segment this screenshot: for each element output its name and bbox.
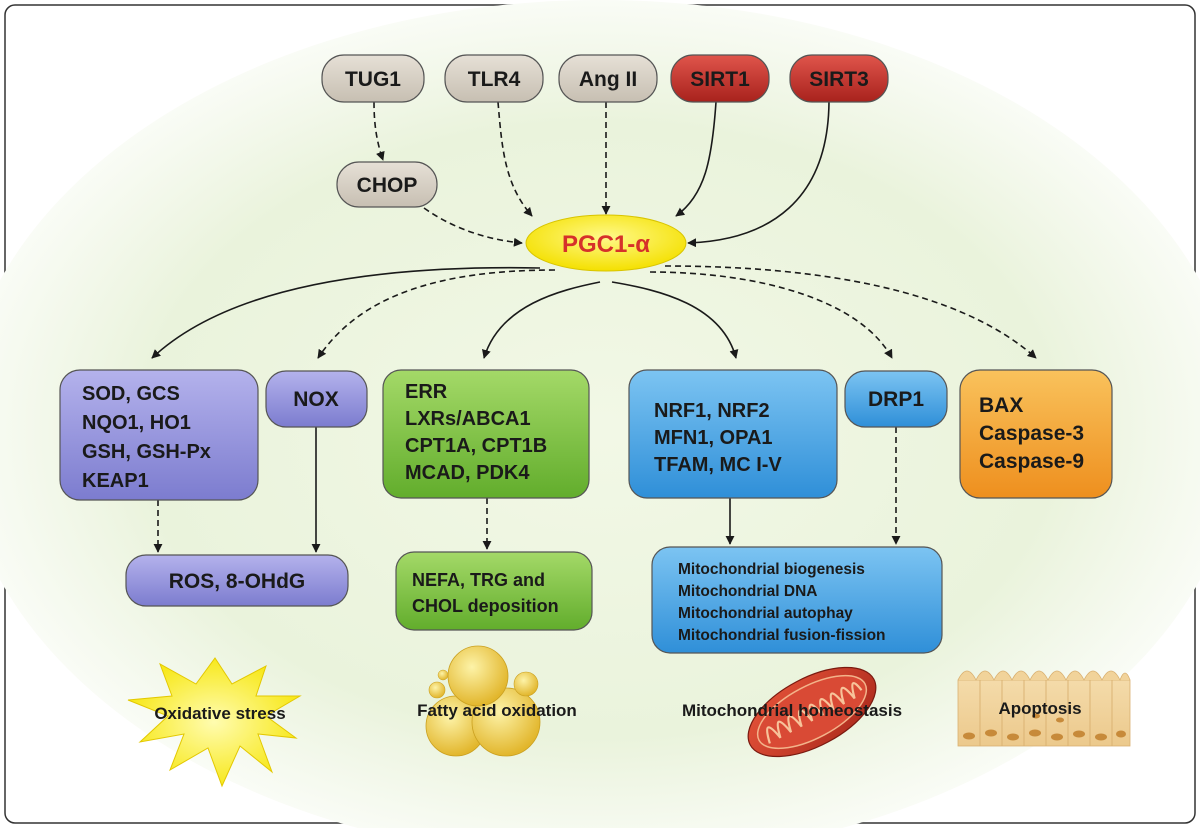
arrow-pgc1a-drp1 (649, 271, 893, 359)
arrow-pgc1a-nox (317, 269, 556, 359)
process-fatty-acid-oxidation: Fatty acid oxidation (417, 701, 577, 720)
node-chop: CHOP (336, 161, 438, 208)
node-sirt1-label: SIRT1 (690, 68, 750, 91)
process-oxidative-stress: Oxidative stress (154, 704, 285, 723)
node-lipid: ERR LXRs/ABCA1 CPT1A, CPT1B MCAD, PDK4 (382, 369, 590, 499)
arrow-pgc1a-apoptosis (664, 265, 1037, 359)
node-nox: NOX (265, 370, 368, 428)
node-sirt3-label: SIRT3 (809, 68, 869, 91)
lipid-line-2: LXRs/ABCA1 (405, 408, 531, 430)
antioxidant-line-3: GSH, GSH-Px (82, 441, 211, 463)
process-mitochondrial-homeostasis: Mitochondrial homeostasis (682, 701, 902, 720)
node-antioxidant: SOD, GCS NQO1, HO1 GSH, GSH-Px KEAP1 (59, 369, 259, 501)
arrow-pgc1a-mito (611, 281, 739, 359)
lipid-outcome-line-1: NEFA, TRG and (412, 570, 545, 590)
node-apoptosis-markers: BAX Caspase-3 Caspase-9 (959, 369, 1113, 499)
lipid-line-3: CPT1A, CPT1B (405, 435, 547, 457)
mito-line-1: NRF1, NRF2 (654, 400, 770, 422)
svg-text:Mitochondrial biogenesis: Mitochondrial biogenesis Mitochondrial D… (678, 561, 886, 644)
svg-text:BAX Caspase-3: BAX Caspase-3 Caspase-9 (979, 394, 1090, 473)
mito-outcome-line-4: Mitochondrial fusion-fission (678, 627, 886, 644)
fatty-acid-droplets-icon (425, 645, 541, 757)
node-sirt3: SIRT3 (789, 54, 889, 103)
apoptosis-line-3: Caspase-9 (979, 450, 1084, 473)
svg-text:NEFA, TRG and CHOL dep: NEFA, TRG and CHOL deposition (412, 570, 559, 616)
svg-text:NRF1, NRF2 MFN1, OPA1: NRF1, NRF2 MFN1, OPA1 TFAM, MC I-V (654, 400, 782, 476)
node-pgc1a: PGC1-α (525, 214, 687, 272)
node-pgc1a-label: PGC1-α (562, 231, 650, 258)
node-tlr4-label: TLR4 (468, 68, 521, 91)
arrows (151, 101, 1037, 553)
outcome-nodes: ROS, 8-OHdG NEFA, TRG and CHOL depositio… (125, 546, 943, 654)
node-ros: ROS, 8-OHdG (125, 554, 349, 607)
antioxidant-line-1: SOD, GCS (82, 383, 180, 405)
node-mito-outcome: Mitochondrial biogenesis Mitochondrial D… (651, 546, 943, 654)
arrow-pgc1a-lipid (482, 281, 601, 359)
lipid-line-1: ERR (405, 381, 448, 403)
arrow-pgc1a-antioxidant (151, 266, 541, 359)
apoptosis-cells-icon (957, 670, 1131, 747)
node-sirt1: SIRT1 (670, 54, 770, 103)
mito-line-2: MFN1, OPA1 (654, 427, 773, 449)
mitochondrion-icon (747, 666, 877, 758)
node-tlr4: TLR4 (444, 54, 544, 103)
process-apoptosis: Apoptosis (998, 699, 1081, 718)
node-nox-label: NOX (293, 388, 339, 411)
node-drp1: DRP1 (844, 370, 948, 428)
node-tug1-label: TUG1 (345, 68, 401, 91)
apoptosis-line-2: Caspase-3 (979, 422, 1084, 445)
upstream-regulators: TUG1 TLR4 Ang II SIRT1 SIRT3 CHOP (321, 54, 889, 208)
node-chop-label: CHOP (357, 174, 418, 197)
lipid-line-4: MCAD, PDK4 (405, 462, 530, 484)
antioxidant-line-2: NQO1, HO1 (82, 412, 191, 434)
apoptosis-line-1: BAX (979, 394, 1023, 417)
antioxidant-line-4: KEAP1 (82, 470, 149, 492)
svg-text:ERR LXRs/ABCA1: ERR LXRs/ABCA1 CPT1A, CPT1B MCAD, PDK4 (405, 381, 553, 484)
lipid-outcome-line-2: CHOL deposition (412, 596, 559, 616)
mito-outcome-line-1: Mitochondrial biogenesis (678, 561, 865, 578)
oxidative-stress-icon (127, 657, 302, 788)
node-lipid-outcome: NEFA, TRG and CHOL deposition (395, 551, 593, 631)
node-ang-ii: Ang II (558, 54, 658, 103)
node-mito-regulators: NRF1, NRF2 MFN1, OPA1 TFAM, MC I-V (628, 369, 838, 499)
target-nodes: SOD, GCS NQO1, HO1 GSH, GSH-Px KEAP1 NOX… (59, 369, 1113, 501)
node-ros-label: ROS, 8-OHdG (169, 570, 306, 593)
mito-outcome-line-3: Mitochondrial autophay (678, 605, 853, 622)
arrow-sirt3-pgc1a (687, 101, 830, 248)
node-drp1-label: DRP1 (868, 388, 924, 411)
arrow-chop-pgc1a (423, 207, 523, 247)
mito-line-3: TFAM, MC I-V (654, 454, 782, 476)
node-tug1: TUG1 (321, 54, 425, 103)
arrow-tug1-chop (373, 101, 385, 161)
arrow-sirt1-pgc1a (675, 101, 717, 217)
node-ang-ii-label: Ang II (579, 68, 637, 91)
arrow-tlr4-pgc1a (497, 101, 533, 217)
mito-outcome-line-2: Mitochondrial DNA (678, 583, 817, 600)
svg-text:SOD, GCS NQO1, HO1: SOD, GCS NQO1, HO1 GSH, GSH-Px KEAP1 (82, 383, 216, 492)
